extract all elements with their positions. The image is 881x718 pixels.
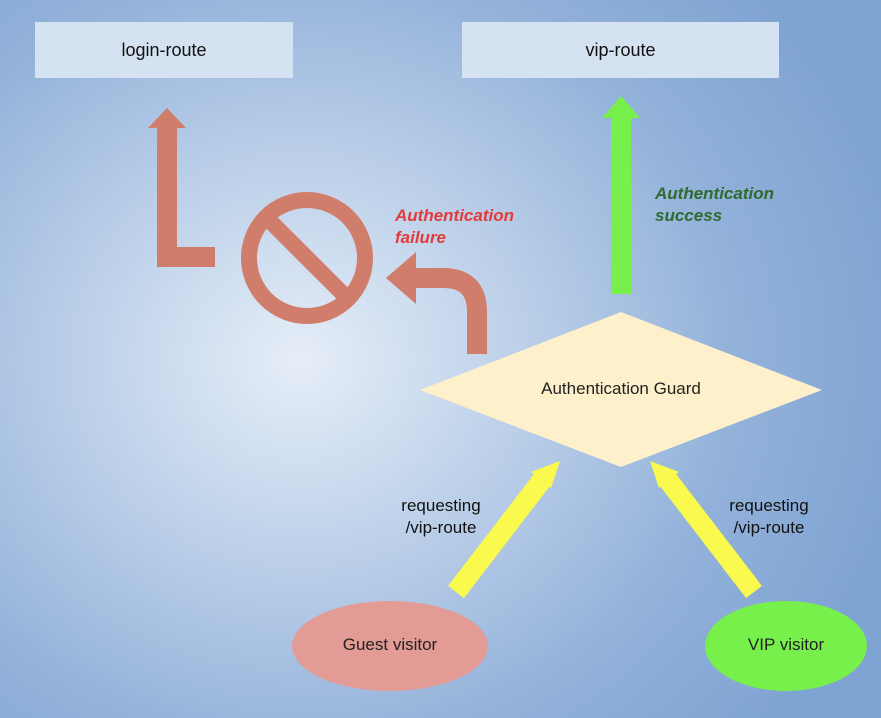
- guest-visitor-label: Guest visitor: [342, 635, 438, 654]
- vip-route-box: vip-route: [462, 22, 779, 78]
- authentication-guard-label: Authentication Guard: [541, 379, 701, 398]
- authentication-failure-label: Authentication failure: [395, 206, 514, 247]
- authentication-success-label: Authentication success: [655, 184, 774, 225]
- authentication-guard-diamond: [420, 312, 822, 467]
- guest-request-label: requesting /vip-route: [401, 496, 481, 537]
- vip-route-label: vip-route: [585, 39, 656, 60]
- vip-request-label: requesting /vip-route: [729, 496, 809, 537]
- vip-visitor-ellipse: [705, 601, 867, 691]
- vip-request-arrow: [650, 461, 762, 599]
- guest-request-arrow: [448, 461, 560, 599]
- guest-visitor-ellipse: [292, 601, 488, 691]
- login-route-label: login-route: [121, 39, 207, 60]
- redirect-login-arrow: [148, 108, 215, 267]
- vip-visitor-label: VIP visitor: [747, 635, 825, 654]
- prohibited-icon: [241, 192, 373, 324]
- login-route-box: login-route: [35, 22, 293, 78]
- failure-arrow: [386, 252, 487, 354]
- success-arrow: [602, 96, 640, 294]
